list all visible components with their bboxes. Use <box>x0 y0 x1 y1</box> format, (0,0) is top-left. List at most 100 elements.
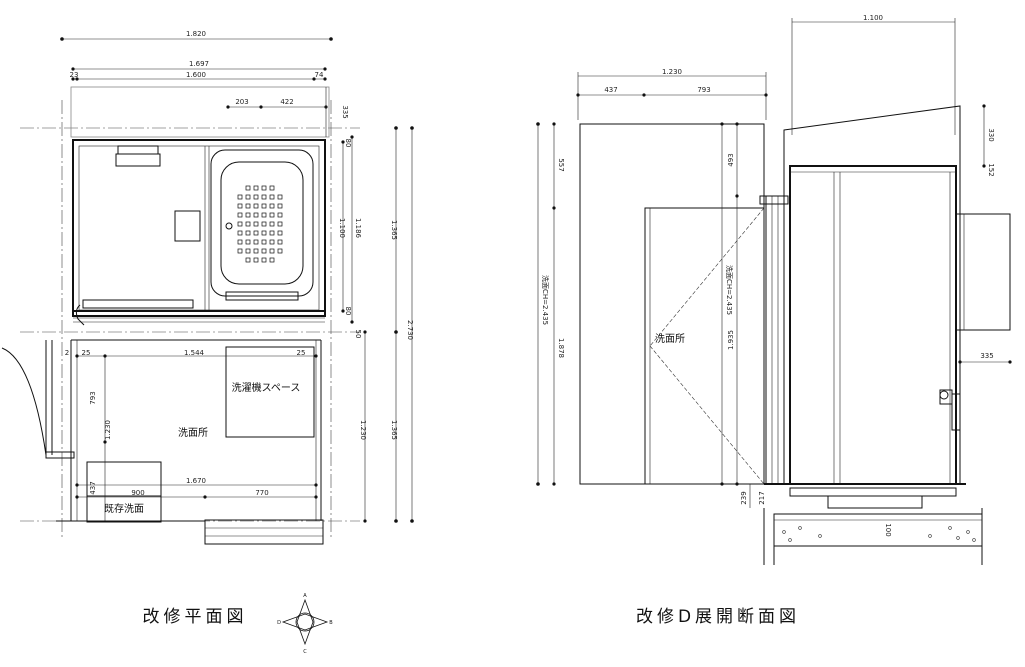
tub-grip-dot <box>245 185 251 191</box>
tub-grip-dot <box>245 248 251 254</box>
hatch-dot <box>956 536 960 540</box>
hatch-dot <box>782 530 786 534</box>
valve-handle <box>939 389 953 405</box>
tub-grip-dot <box>253 221 259 227</box>
sec-dim-437: 437 <box>604 86 617 94</box>
tub-grip-dot <box>253 257 259 263</box>
tub-grip-dot <box>277 221 283 227</box>
tub-grip-dot <box>253 185 259 191</box>
hatch-dot <box>798 526 802 530</box>
sec-dim-493: 493 <box>727 153 735 166</box>
sec-dim-793: 793 <box>697 86 710 94</box>
tub-grip-dot <box>237 212 243 218</box>
tub-grip-dot <box>277 248 283 254</box>
existing-vanity-label: 既存洗面 <box>104 502 144 515</box>
tub-grip-dot <box>261 239 267 245</box>
tub-grip-dot <box>261 212 267 218</box>
base-rail <box>789 487 957 497</box>
dim-1186: 1.186 <box>354 218 362 239</box>
floor-slab <box>773 513 983 547</box>
tub-grip-dot <box>277 239 283 245</box>
dim-1544: 1.544 <box>184 349 205 357</box>
upper-box <box>70 86 330 138</box>
tub-grip-dot <box>269 230 275 236</box>
tub-grip-dot <box>237 230 243 236</box>
tub-grip-dot <box>245 230 251 236</box>
outer-duct <box>955 213 1011 331</box>
tub-grip-dot <box>269 194 275 200</box>
tub-grip-dot <box>245 239 251 245</box>
drain-icon <box>225 222 233 230</box>
dim-80b: 80 <box>344 307 352 316</box>
dim-422: 422 <box>280 98 293 106</box>
dim-1100: 1.100 <box>338 218 346 238</box>
partition <box>765 195 785 485</box>
washroom-wall <box>579 123 765 485</box>
tub-grip-dot <box>269 212 275 218</box>
threshold <box>82 299 194 309</box>
plan-caption: 改修平面図 <box>143 607 248 627</box>
sec-dim-1935: 1.935 <box>727 330 735 350</box>
dim-1230-right: 1.230 <box>359 420 367 440</box>
sec-dim-1878: 1.878 <box>557 338 565 358</box>
hatch-dot <box>966 530 970 534</box>
dim-335: 335 <box>341 105 349 118</box>
bathroom-inner <box>78 145 320 311</box>
compass-a: A <box>303 593 307 599</box>
compass-rose: A B C D <box>277 593 333 655</box>
dim-74: 74 <box>315 71 324 79</box>
compass-d: D <box>277 620 281 626</box>
bathtub <box>210 149 314 297</box>
valve-icon <box>939 390 949 400</box>
dim-1697: 1.697 <box>189 60 209 68</box>
tub-grip-dot <box>261 194 267 200</box>
hatch-dot <box>818 534 822 538</box>
section-caption: 改修D展開断面図 <box>636 607 800 627</box>
tub-grip-dot <box>261 185 267 191</box>
dim-1230-left: 1.230 <box>104 420 112 440</box>
section-view: 1.100 1.230 437 793 洗面所 洗面CH=2.435 557 1… <box>536 14 1012 627</box>
tub-grip-dot <box>253 230 259 236</box>
dim-2: 2 <box>65 349 69 357</box>
tub-grip-dot <box>277 212 283 218</box>
dim-793: 793 <box>89 391 97 404</box>
compass-c: C <box>303 649 307 655</box>
dim-25-left: 25 <box>82 349 91 357</box>
bathroom-unit-section <box>789 165 957 485</box>
dim-1820: 1.820 <box>186 30 206 38</box>
dim-2730: 2.730 <box>406 320 414 340</box>
sec-dim-557: 557 <box>557 158 565 171</box>
tub-grip-dot <box>253 203 259 209</box>
washer-space-label: 洗濯機スペース <box>232 381 301 394</box>
faucet-body <box>115 153 161 167</box>
tub-grip-dot <box>261 221 267 227</box>
tub-grip-dot <box>277 203 283 209</box>
tub-grip-dot <box>245 194 251 200</box>
washroom-label: 洗面所 <box>178 427 208 439</box>
sec-washroom-label: 洗面所 <box>655 333 685 345</box>
concrete-hatch <box>782 526 976 542</box>
tub-grip-dot <box>269 203 275 209</box>
hatch-dot <box>972 538 976 542</box>
shelf <box>174 210 201 242</box>
tub-grip-dot <box>269 185 275 191</box>
hatch-dot <box>788 538 792 542</box>
tub-grip-dot <box>269 221 275 227</box>
door-frame <box>45 451 75 459</box>
dim-203: 203 <box>235 98 248 106</box>
sec-dim-1230: 1.230 <box>662 68 682 76</box>
tub-grip-dot <box>269 239 275 245</box>
sec-ch-left: 洗面CH=2.435 <box>541 275 550 325</box>
existing-vanity-counter <box>86 495 162 523</box>
tub-grip-dot <box>245 221 251 227</box>
tub-grip-dot <box>261 257 267 263</box>
partition-head <box>759 195 789 205</box>
tub-grip-dot <box>277 230 283 236</box>
tub-grip-dot <box>269 257 275 263</box>
tub-grip-dot <box>253 194 259 200</box>
sec-dim-335: 335 <box>980 352 993 360</box>
tub-grip-dot <box>237 239 243 245</box>
sec-ch-right: 洗面CH=2.435 <box>725 265 734 315</box>
tub-grip-dot <box>261 203 267 209</box>
